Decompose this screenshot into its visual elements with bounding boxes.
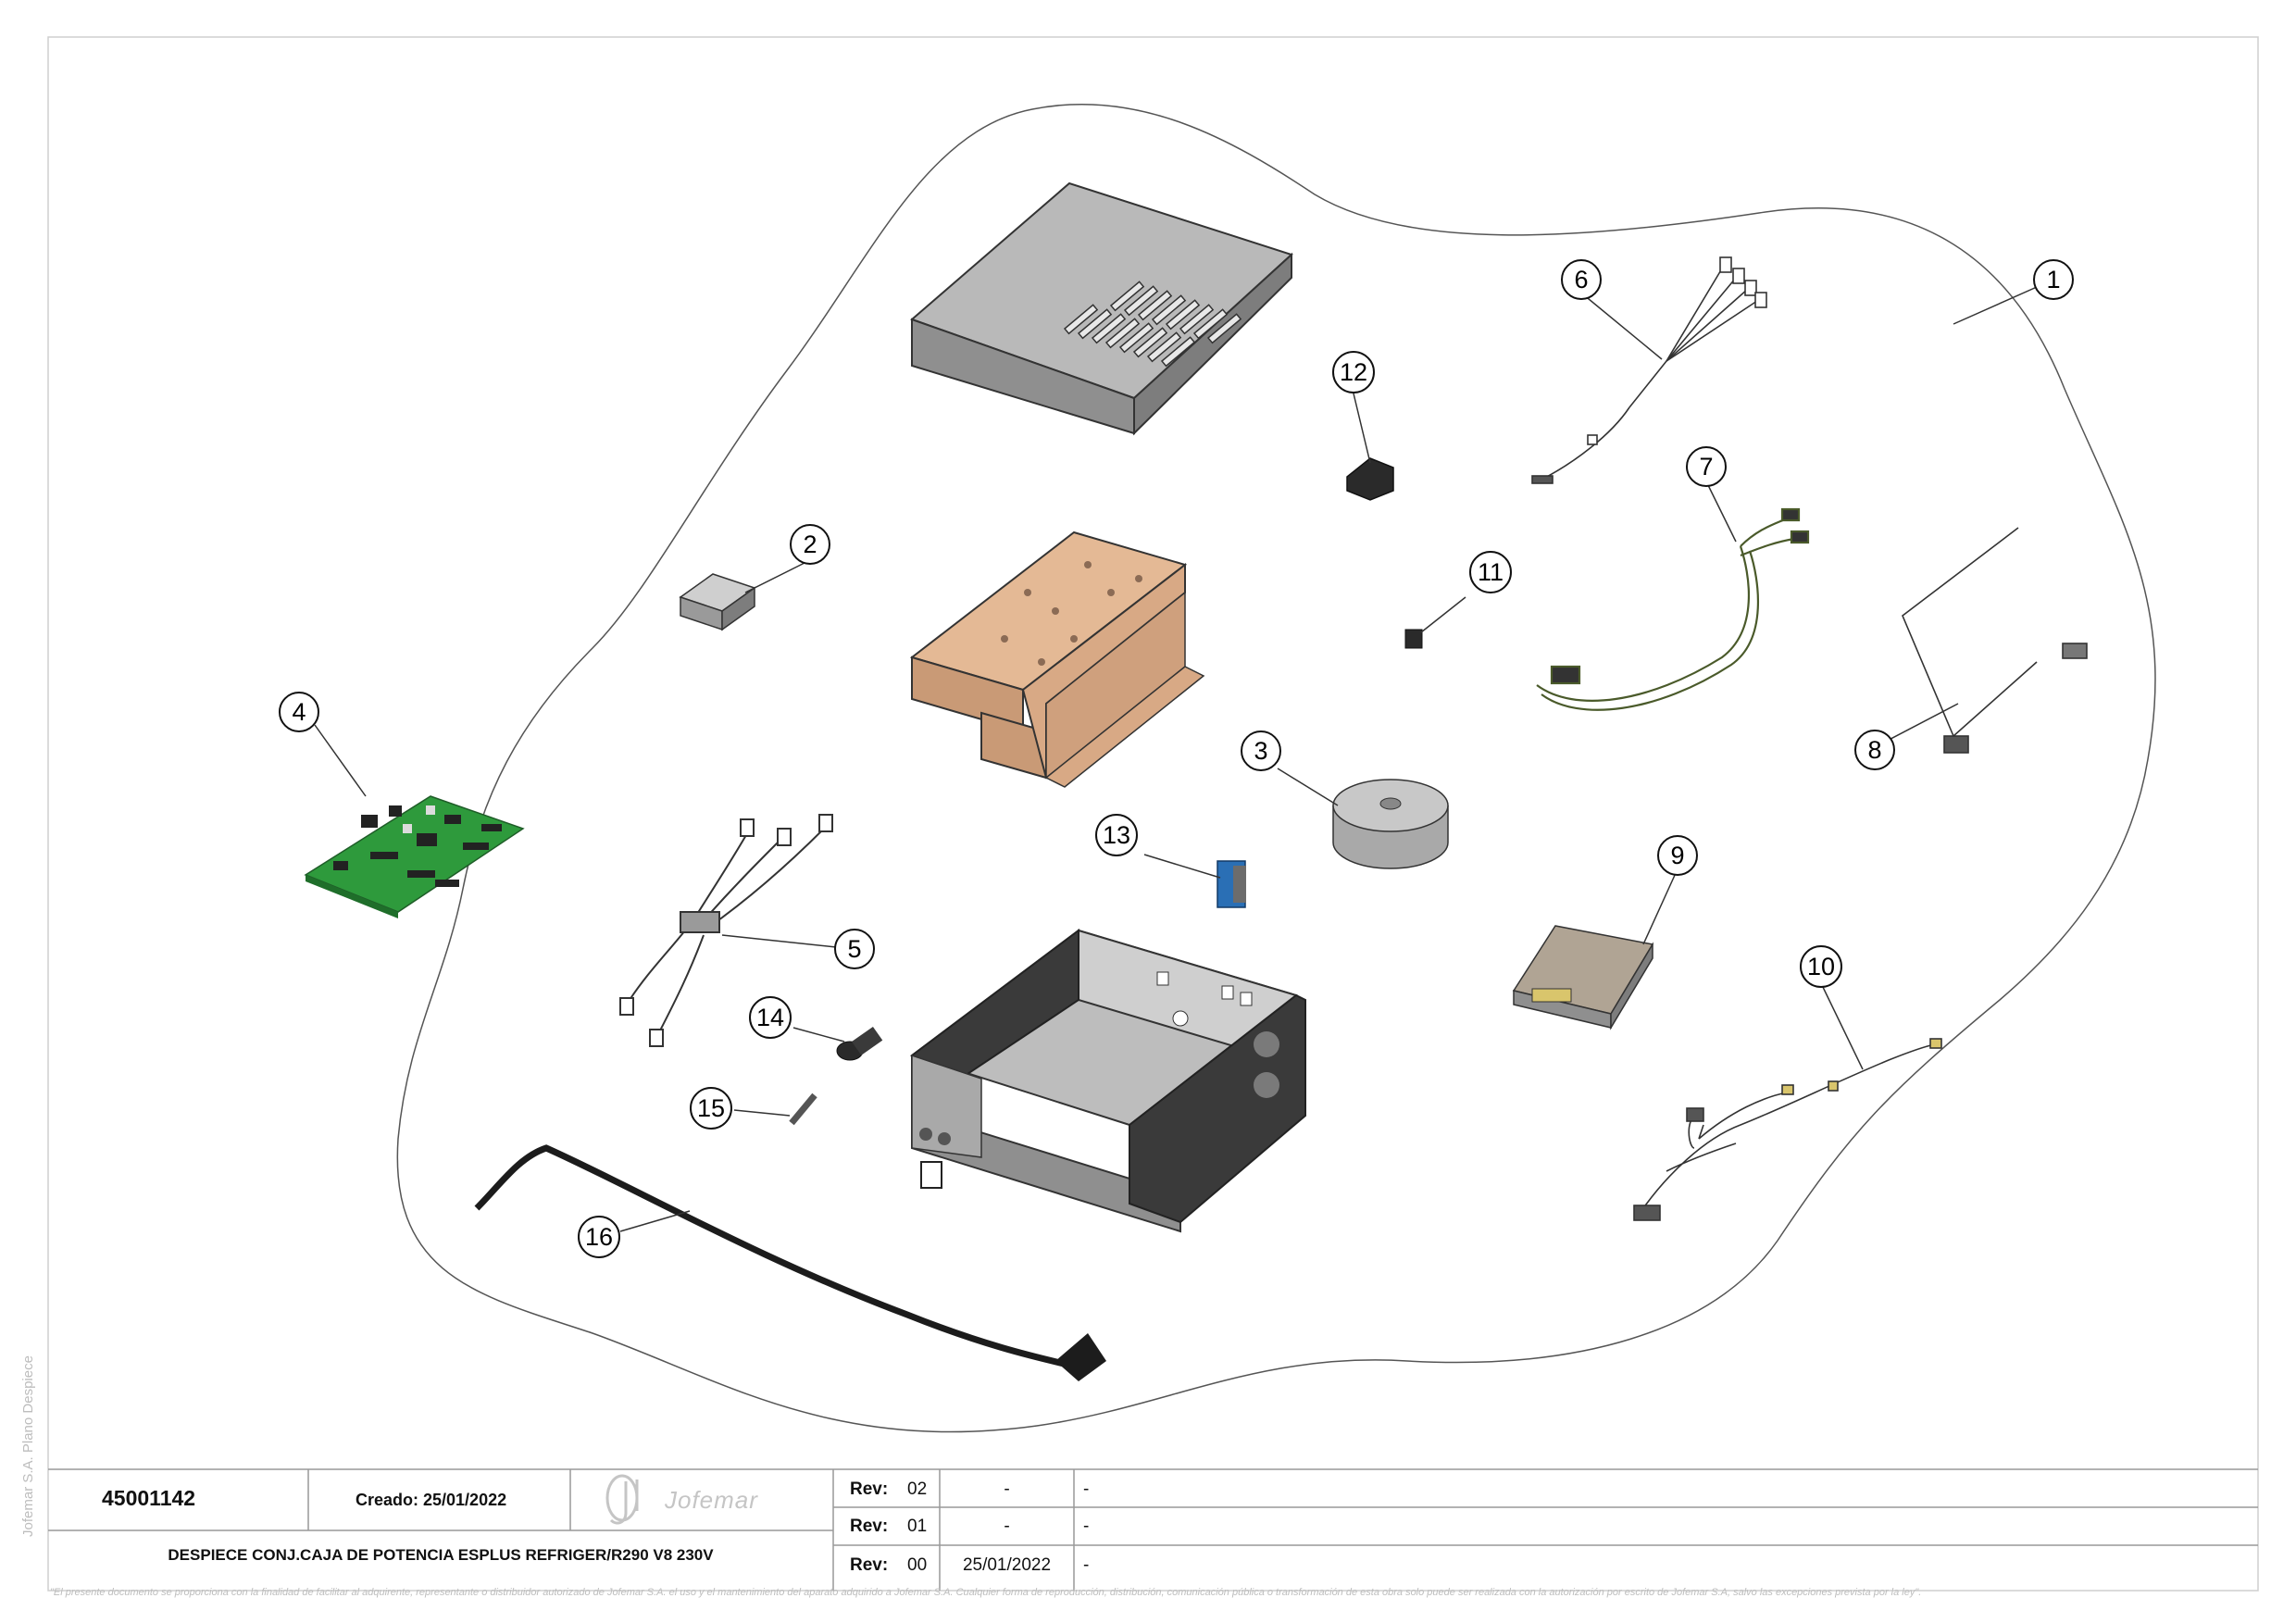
rev-note: -: [1083, 1479, 1090, 1499]
callout-label: 4: [292, 698, 306, 726]
callout-5: 5: [834, 929, 875, 969]
part-number: 45001142: [102, 1485, 196, 1510]
callout-7: 7: [1686, 446, 1727, 487]
fuse: [789, 1092, 817, 1126]
callout-10: 10: [1800, 945, 1842, 988]
callout-label: 1: [2046, 266, 2060, 293]
rev-date: 25/01/2022: [962, 1555, 1052, 1575]
callout-12: 12: [1332, 351, 1375, 393]
mounting-bracket: [909, 531, 1205, 788]
toroidal-transformer: [1332, 779, 1449, 869]
callout-15: 15: [690, 1087, 732, 1130]
callout-3: 3: [1241, 730, 1281, 771]
rev-number: 01: [907, 1517, 928, 1536]
callout-label: 6: [1574, 266, 1588, 293]
callout-label: 3: [1254, 737, 1267, 765]
callout-label: 15: [697, 1094, 725, 1122]
rev-number: 02: [907, 1479, 928, 1499]
rocker-switch: [1346, 457, 1394, 501]
power-cord: [474, 1144, 1106, 1381]
jofemar-logo-icon: [605, 1474, 639, 1525]
rev-label: Rev:: [850, 1555, 889, 1575]
top-cover-plate: [910, 181, 1293, 436]
rev-label: Rev:: [850, 1517, 889, 1536]
callout-label: 5: [847, 935, 861, 963]
callout-1: 1: [2033, 259, 2074, 300]
callout-4: 4: [279, 692, 319, 732]
callout-13: 13: [1095, 814, 1138, 856]
rev-date: -: [1004, 1517, 1010, 1536]
callout-label: 13: [1103, 821, 1130, 849]
callout-label: 10: [1807, 953, 1835, 980]
sheet-border: [47, 36, 2259, 1592]
callouts: 1 2 3 4 5 6 7 8 9 10 11 12 13 14 15 16: [279, 259, 2074, 1258]
callout-label: 12: [1340, 358, 1367, 386]
rev-number: 00: [907, 1555, 928, 1575]
callout-16: 16: [578, 1216, 620, 1258]
callout-label: 9: [1670, 842, 1684, 869]
fuse-holder: [836, 1026, 883, 1061]
legal-disclaimer: "El presente documento se proporciona co…: [50, 1587, 1922, 1598]
door-switch-cable: [1902, 527, 2088, 754]
base-chassis: [909, 929, 1306, 1233]
callout-label: 7: [1699, 453, 1713, 481]
drawing-title: DESPIECE CONJ.CAJA DE POTENCIA ESPLUS RE…: [168, 1546, 714, 1564]
fan-cable: [1536, 507, 1810, 711]
callout-label: 2: [803, 531, 817, 558]
callout-9: 9: [1657, 835, 1698, 876]
callout-label: 8: [1867, 736, 1881, 764]
callout-label: 14: [756, 1004, 784, 1031]
side-note: Jofemar S.A. Plano Despiece: [20, 1355, 36, 1537]
callout-14: 14: [749, 996, 792, 1039]
relay-component: [679, 573, 756, 631]
callout-2: 2: [790, 524, 830, 565]
callout-11: 11: [1469, 551, 1512, 593]
relay-harness: [619, 814, 833, 1047]
power-supply: [1512, 925, 1654, 1030]
rev-note: -: [1083, 1517, 1090, 1536]
created-date: Creado: 25/01/2022: [356, 1490, 507, 1509]
assembly-outline: [396, 103, 2156, 1433]
callout-6: 6: [1561, 259, 1602, 300]
company-logo-text: Jofemar: [665, 1485, 758, 1514]
callout-8: 8: [1854, 730, 1895, 770]
title-block-frame: [48, 1468, 2258, 1591]
rev-date: -: [1004, 1479, 1010, 1499]
callout-label: 16: [585, 1223, 613, 1251]
blue-connector: [1217, 860, 1246, 908]
leader-lines: [314, 279, 2054, 1232]
wiring-harness: [1633, 1038, 1942, 1221]
callout-label: 11: [1478, 558, 1504, 586]
rev-label: Rev:: [850, 1479, 889, 1499]
control-pcb: [304, 795, 525, 918]
rev-note: -: [1083, 1555, 1090, 1575]
push-switch: [1404, 629, 1423, 649]
sensor-cable: [1531, 256, 1767, 484]
